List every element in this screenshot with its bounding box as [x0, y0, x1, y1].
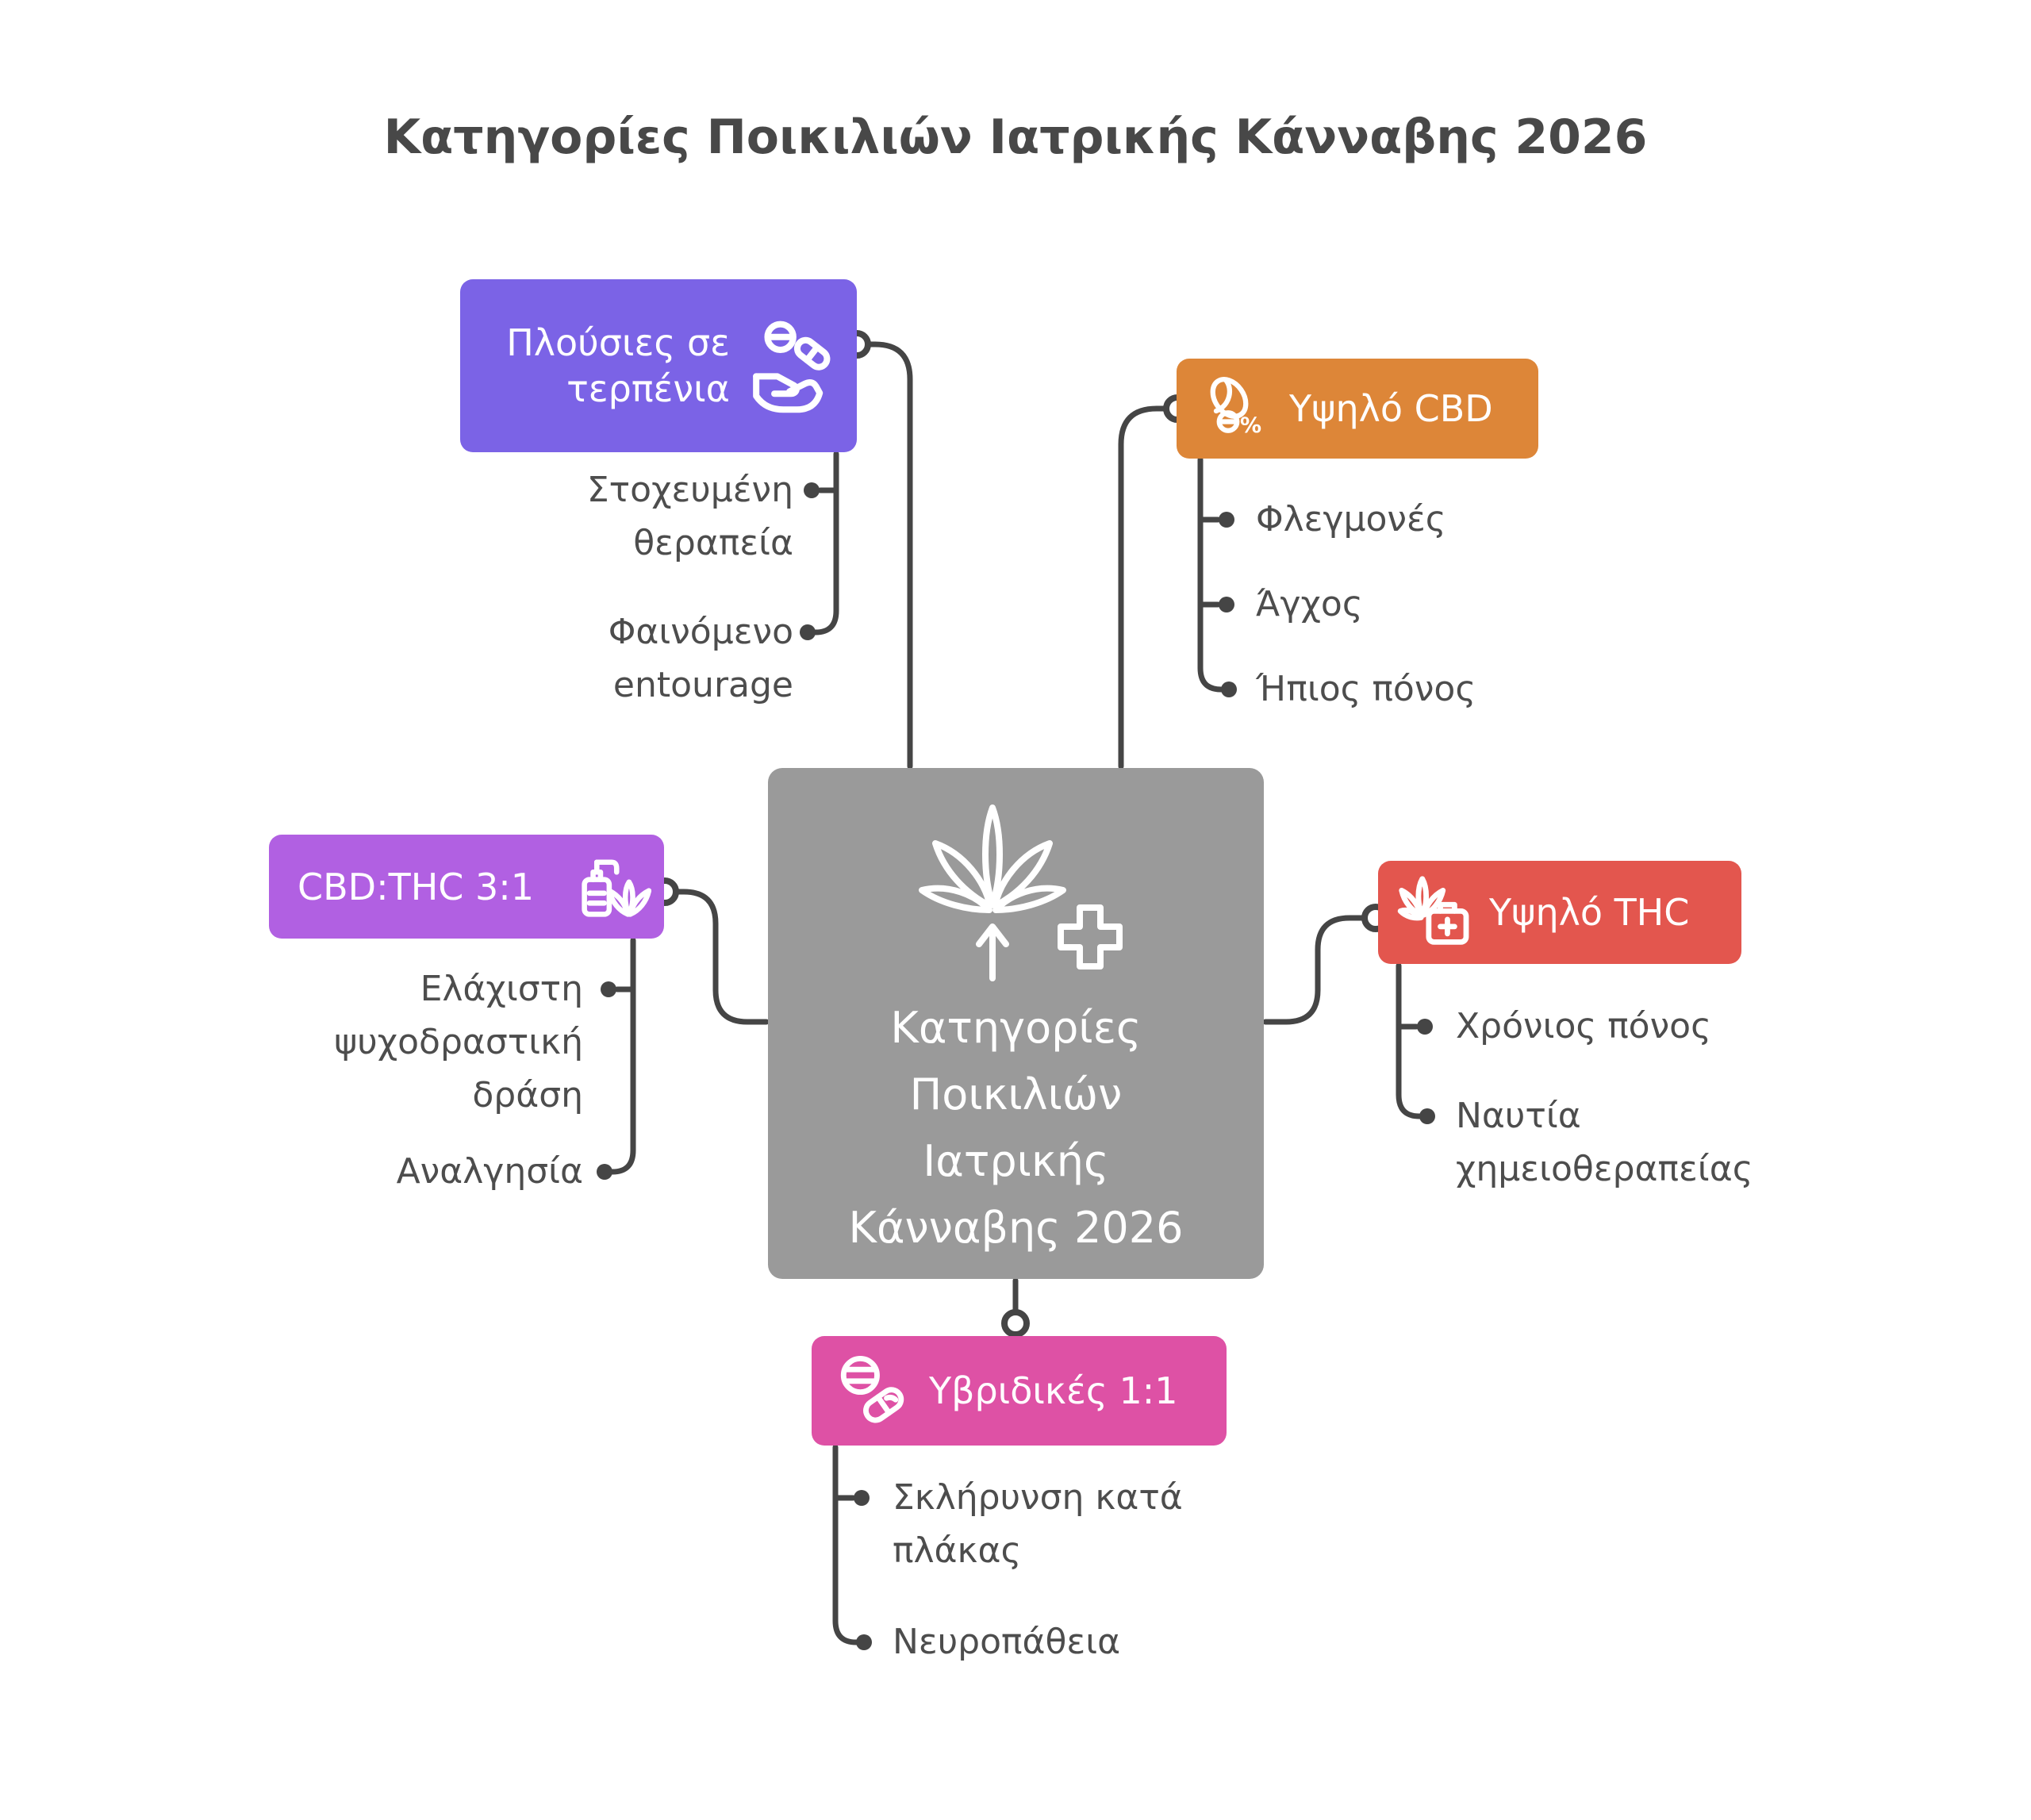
child-label: Ναυτία χημειοθεραπείας	[1456, 1096, 1753, 1189]
node-cbd-label: Υψηλό CBD	[1289, 387, 1493, 430]
center-node: Κατηγορίες Ποικιλιών Ιατρικής Κάνναβης 2…	[768, 768, 1264, 1279]
child-label: Φλεγμονές	[1256, 499, 1446, 539]
child-label: Ελάχιστη ψυχοδραστική δράση	[334, 969, 583, 1115]
hand-pills-icon	[753, 321, 831, 413]
node-hybrid-label: Υβριδικές 1:1	[929, 1369, 1178, 1412]
node-terpenes-label: Πλούσιες σε τερπένια	[506, 321, 730, 410]
center-node-label: Κατηγορίες Ποικιλιών Ιατρικής Κάνναβης 2…	[848, 1003, 1184, 1253]
diagram-title: Κατηγορίες Ποικιλιών Ιατρικής Κάνναβης 2…	[383, 109, 1648, 165]
lotion-bottle-leaf-icon	[582, 858, 651, 917]
node-hybrid: Υβριδικές 1:1	[812, 1336, 1227, 1446]
tablet-capsule-icon	[840, 1355, 904, 1423]
bean-zero-percent-icon: %	[1210, 377, 1261, 438]
node-ratio: CBD:THC 3:1	[269, 835, 664, 939]
node-cbd: % Υψηλό CBD	[1177, 359, 1538, 459]
child-label: Αναλγησία	[396, 1151, 583, 1192]
child-label: Σκλήρυνση κατά πλάκας	[893, 1477, 1183, 1571]
node-thc: Υψηλό THC	[1378, 861, 1741, 964]
child-label: Φαινόμενο entourage	[608, 612, 793, 705]
node-thc-label: Υψηλό THC	[1489, 891, 1690, 934]
node-terpenes: Πλούσιες σε τερπένια	[460, 279, 857, 452]
svg-text:%: %	[1240, 413, 1261, 438]
child-label: Ήπιος πόνος	[1256, 669, 1476, 709]
child-label: Νευροπάθεια	[893, 1622, 1121, 1662]
child-label: Χρόνιος πόνος	[1456, 1006, 1711, 1046]
cannabis-leaf-cross-icon	[918, 804, 1123, 981]
child-label: Άγχος	[1256, 584, 1363, 624]
node-ratio-label: CBD:THC 3:1	[298, 865, 535, 908]
child-label: Στοχευμένη θεραπεία	[586, 470, 793, 563]
leaf-medkit-icon	[1397, 876, 1469, 945]
